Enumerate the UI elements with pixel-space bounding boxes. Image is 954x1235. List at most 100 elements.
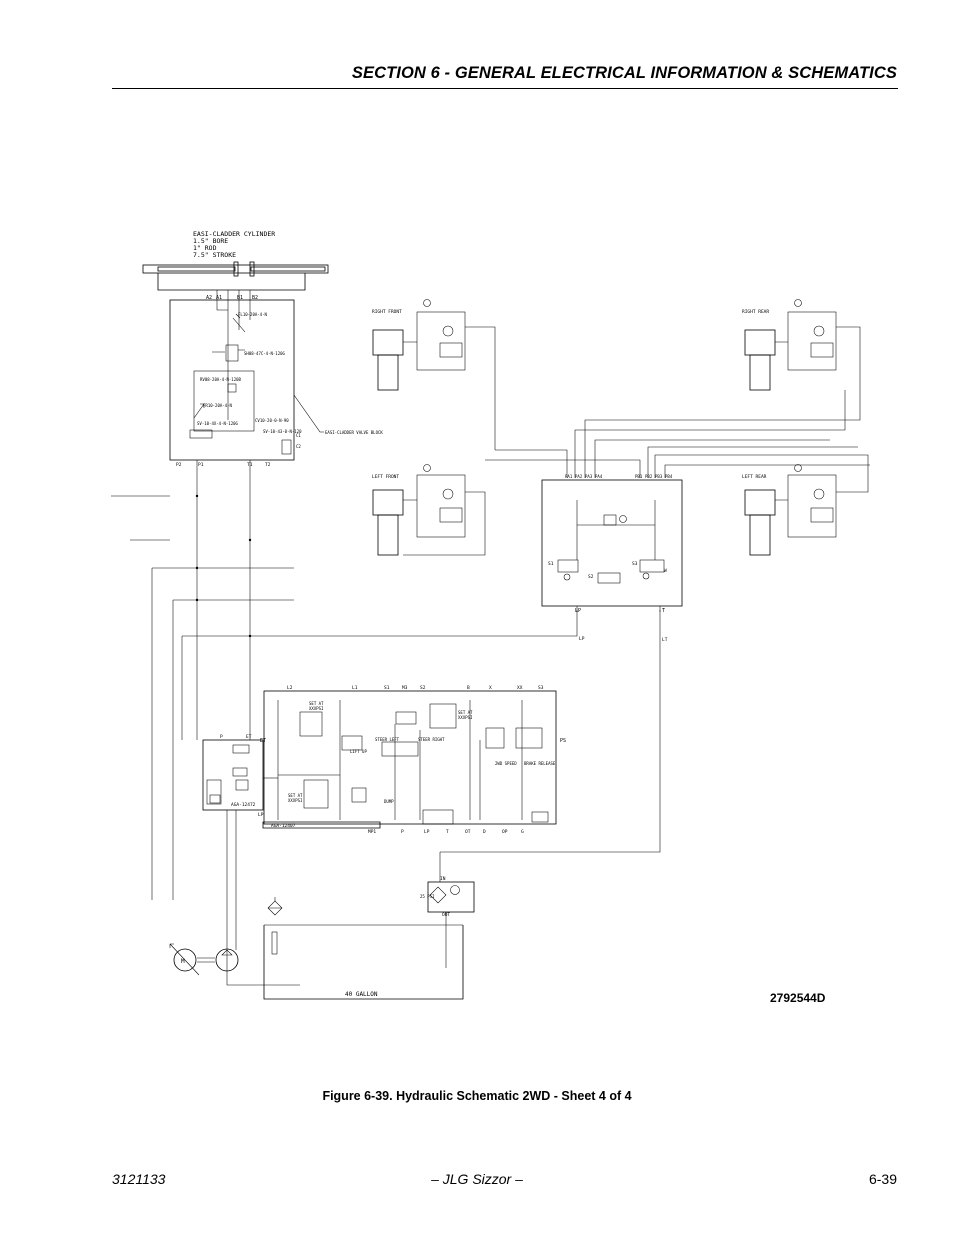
pump-sub-manifold: P ET AGA-12472 LP AGA-12407 bbox=[202, 734, 381, 986]
set-at-2: SET AT bbox=[458, 710, 473, 715]
part-fr: FR10-20A-4-N bbox=[203, 403, 232, 408]
reservoir: 40 GALLON bbox=[263, 924, 464, 1000]
easi-cladder-cylinder: EASI-CLADDER CYLINDER 1.5" BORE 1" ROD 7… bbox=[142, 230, 329, 300]
motor-m: M bbox=[181, 958, 185, 965]
sol-s1: S1 bbox=[548, 561, 554, 567]
motor-port-pa4: PA4 bbox=[595, 474, 603, 479]
mport-s1: S1 bbox=[384, 685, 390, 691]
motor-port-pa3: PA3 bbox=[585, 474, 593, 479]
label-brake-release: BRAKE RELEASE bbox=[524, 761, 556, 766]
mport-ot: OT bbox=[465, 829, 471, 835]
cylinder-stroke: 7.5" STROKE bbox=[193, 251, 236, 259]
motor-port-pb4: PB4 bbox=[665, 474, 673, 479]
psi-3: XXXPSI bbox=[288, 798, 303, 803]
mport-s3: S3 bbox=[538, 685, 544, 691]
label-lift-up: LIFT UP bbox=[350, 749, 367, 754]
label-steer-left: STEER LEFT bbox=[375, 737, 400, 742]
mport-op: OP bbox=[502, 829, 508, 835]
wheel-left-rear: LEFT REAR bbox=[654, 454, 869, 556]
label-right-front: RIGHT FRONT bbox=[372, 309, 402, 315]
drive-manifold: PA1 PA2 PA3 PA4 PB1 PB2 PB3 PB4 S1 S2 S3… bbox=[541, 474, 683, 614]
part-ch: CV10-20-0-N-90 bbox=[255, 418, 289, 423]
supply-lines: LP LT bbox=[111, 460, 668, 900]
mport-l2: L2 bbox=[287, 685, 293, 691]
mport-d: D bbox=[483, 829, 486, 835]
line-lt: LT bbox=[662, 637, 668, 643]
cylinder-rod: 1" ROD bbox=[193, 244, 217, 252]
port-t: T bbox=[662, 608, 665, 614]
cylinder-title: EASI-CLADDER CYLINDER bbox=[193, 230, 275, 238]
motor-port-pa2: PA2 bbox=[575, 474, 583, 479]
port-b2: B2 bbox=[252, 295, 258, 301]
section-title: SECTION 6 - GENERAL ELECTRICAL INFORMATI… bbox=[351, 64, 897, 82]
part-sv2: SV-10-43-0-N-120 bbox=[263, 429, 302, 434]
easi-cladder-valve-block: A2 A1 B1 B2 FL10-20A-4-N SH08-47C-4-N-12… bbox=[169, 295, 383, 468]
sol-w: W bbox=[664, 568, 667, 574]
pump-assembly: M bbox=[169, 897, 283, 976]
label-right-rear: RIGHT REAR bbox=[742, 309, 769, 315]
motor-port-pb2: PB2 bbox=[645, 474, 653, 479]
footer-page-number: 6-39 bbox=[868, 1171, 897, 1187]
filter-in: IN bbox=[440, 876, 446, 882]
motor-port-pa1: PA1 bbox=[565, 474, 573, 479]
figure-caption: Figure 6-39. Hydraulic Schematic 2WD - S… bbox=[322, 1089, 632, 1103]
sub-et: ET bbox=[246, 734, 252, 740]
mport-mp1: MP1 bbox=[368, 829, 376, 835]
port-a2: A2 bbox=[206, 295, 212, 301]
label-2wd-speed: 2WD SPEED bbox=[495, 761, 517, 766]
motor-port-pb3: PB3 bbox=[655, 474, 663, 479]
port-a1: A1 bbox=[216, 295, 222, 301]
part-sv: SV-10-4X-4-N-120G bbox=[197, 421, 239, 426]
sol-s3: S3 bbox=[632, 561, 638, 567]
footer-title: – JLG Sizzor – bbox=[431, 1171, 523, 1187]
wheel-left-front: LEFT FRONT bbox=[372, 464, 486, 556]
part-fl: FL10-20A-4-N bbox=[238, 312, 267, 317]
port-b1: B1 bbox=[237, 295, 243, 301]
drawing-number: 2792544D bbox=[770, 991, 826, 1005]
label-left-rear: LEFT REAR bbox=[742, 474, 767, 480]
mport-lp: LP bbox=[424, 829, 430, 835]
cylinder-bore: 1.5" BORE bbox=[193, 237, 228, 245]
sol-s2: S2 bbox=[588, 574, 594, 580]
sub-lp: LP bbox=[258, 812, 264, 818]
mport-m3: M3 bbox=[402, 685, 408, 691]
footer-doc-number: 3121133 bbox=[112, 1171, 166, 1187]
psi-2: XXXPSI bbox=[458, 715, 473, 720]
motor-crossover-lines bbox=[485, 390, 870, 478]
port-lp: LP bbox=[575, 608, 581, 614]
mport-x: X bbox=[489, 685, 492, 691]
set-at-1: SET AT bbox=[309, 701, 324, 706]
part-aga-1: AGA-12472 bbox=[231, 802, 256, 808]
psi-1: XXXPSI bbox=[309, 706, 324, 711]
return-filter: IN OUT 25 PSI bbox=[420, 852, 475, 968]
mport-l1: L1 bbox=[352, 685, 358, 691]
label-steer-right: STEER RIGHT bbox=[418, 737, 445, 742]
part-sh: SH08-47C-4-N-120G bbox=[244, 351, 286, 356]
set-at-3: SET AT bbox=[288, 793, 303, 798]
port-t2: T2 bbox=[265, 462, 271, 468]
mport-ps: PS bbox=[560, 738, 566, 744]
port-p2: P2 bbox=[176, 462, 182, 468]
sub-p: P bbox=[220, 734, 223, 740]
main-manifold: L2 L1 S1 M3 S2 B X XX S3 SET AT XXXPSI S… bbox=[260, 685, 566, 835]
wheel-right-front: RIGHT FRONT bbox=[372, 299, 496, 450]
port-c2: C2 bbox=[296, 444, 301, 449]
label-dump: DUMP bbox=[384, 799, 394, 804]
header-rule bbox=[112, 88, 898, 89]
label-left-front: LEFT FRONT bbox=[372, 474, 399, 480]
mport-t: T bbox=[446, 829, 449, 835]
line-lp: LP bbox=[579, 636, 585, 642]
filter-psi: 25 PSI bbox=[420, 894, 435, 899]
motor-port-pb1: PB1 bbox=[635, 474, 643, 479]
wheel-right-rear: RIGHT REAR bbox=[584, 299, 861, 478]
mport-s2: S2 bbox=[420, 685, 426, 691]
valve-block-label: EASI-CLADDER VALVE BLOCK bbox=[325, 430, 383, 435]
port-c1: C1 bbox=[296, 433, 301, 438]
mport-g: G bbox=[521, 829, 524, 835]
mport-p: P bbox=[401, 829, 404, 835]
mport-b: B bbox=[467, 685, 470, 691]
port-p1: P1 bbox=[198, 462, 204, 468]
part-rv: RV08-20A-4-N-120B bbox=[200, 377, 242, 382]
mport-xx: XX bbox=[517, 685, 523, 691]
